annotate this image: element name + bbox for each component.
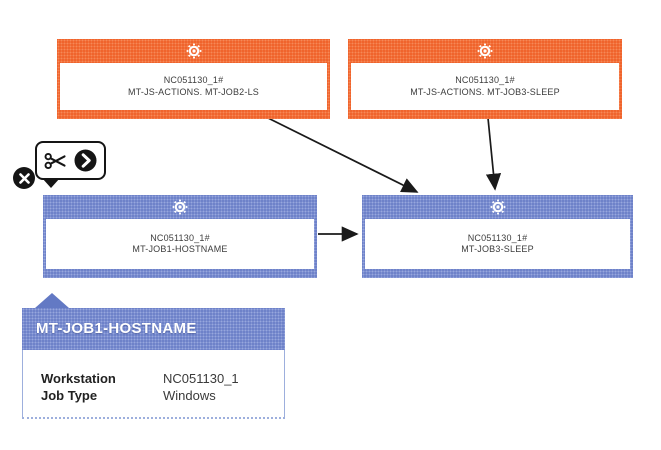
tooltip-label: Workstation bbox=[41, 371, 116, 386]
job-node-mt-job1-hostname[interactable]: NC051130_1# MT-JOB1-HOSTNAME bbox=[43, 195, 317, 278]
tooltip-row-workstation: Workstation NC051130_1 bbox=[41, 370, 272, 387]
tooltip-body: Workstation NC051130_1 Job Type Windows bbox=[22, 350, 285, 419]
node-action-toolbar bbox=[35, 141, 106, 180]
run-action-button[interactable] bbox=[74, 149, 97, 172]
close-toolbar-button[interactable] bbox=[13, 167, 35, 189]
scissors-icon bbox=[44, 152, 66, 169]
node-workstation-text: NC051130_1# bbox=[150, 232, 210, 243]
job-node-mt-job2-ls[interactable]: NC051130_1# MT-JS-ACTIONS. MT-JOB2-LS bbox=[57, 39, 330, 119]
node-header bbox=[43, 195, 317, 219]
node-workstation-text: NC051130_1# bbox=[455, 75, 515, 85]
tooltip-value: Windows bbox=[163, 388, 216, 403]
node-header bbox=[57, 39, 330, 63]
tooltip-title: MT-JOB1-HOSTNAME bbox=[22, 308, 285, 350]
tooltip-label: Job Type bbox=[41, 388, 98, 403]
close-x-icon bbox=[18, 172, 30, 184]
tooltip-row-job-type: Job Type Windows bbox=[41, 387, 272, 404]
toolbar-pointer bbox=[42, 178, 60, 188]
node-job-name-text: MT-JOB1-HOSTNAME bbox=[132, 244, 228, 254]
cut-dependency-button[interactable] bbox=[44, 152, 67, 170]
run-arrow-icon bbox=[74, 149, 97, 172]
node-header bbox=[348, 39, 622, 63]
node-job-name-text: MT-JS-ACTIONS. MT-JOB2-LS bbox=[127, 86, 259, 97]
gear-icon bbox=[186, 43, 201, 59]
gear-icon bbox=[477, 43, 493, 59]
job-node-mt-job3-sleep[interactable]: NC051130_1# MT-JOB3-SLEEP bbox=[362, 195, 633, 278]
job-node-mt-js-actions-job3-sleep[interactable]: NC051130_1# MT-JS-ACTIONS. MT-JOB3-SLEEP bbox=[348, 39, 622, 119]
tooltip-value: NC051130_1 bbox=[163, 371, 239, 386]
node-body: NC051130_1# MT-JS-ACTIONS. MT-JOB3-SLEEP bbox=[351, 63, 619, 110]
node-workstation-text: NC051130_1# bbox=[467, 232, 528, 243]
node-header bbox=[362, 195, 633, 219]
node-body: NC051130_1# MT-JOB1-HOSTNAME bbox=[46, 219, 314, 269]
node-body: NC051130_1# MT-JOB3-SLEEP bbox=[365, 219, 630, 269]
job-details-tooltip: MT-JOB1-HOSTNAME Workstation NC051130_1 … bbox=[22, 293, 285, 419]
node-job-name-text: MT-JS-ACTIONS. MT-JOB3-SLEEP bbox=[410, 86, 560, 97]
gear-icon bbox=[490, 199, 505, 215]
node-job-name-text: MT-JOB3-SLEEP bbox=[461, 244, 534, 254]
dependency-arrow-job3sleepaction-to-job3sleep bbox=[485, 117, 502, 191]
gear-icon bbox=[172, 199, 188, 215]
tooltip-pointer bbox=[35, 293, 69, 308]
node-workstation-text: NC051130_1# bbox=[163, 75, 224, 85]
dependency-arrow-job2ls-to-job3sleep bbox=[267, 117, 419, 193]
node-body: NC051130_1# MT-JS-ACTIONS. MT-JOB2-LS bbox=[60, 63, 327, 110]
